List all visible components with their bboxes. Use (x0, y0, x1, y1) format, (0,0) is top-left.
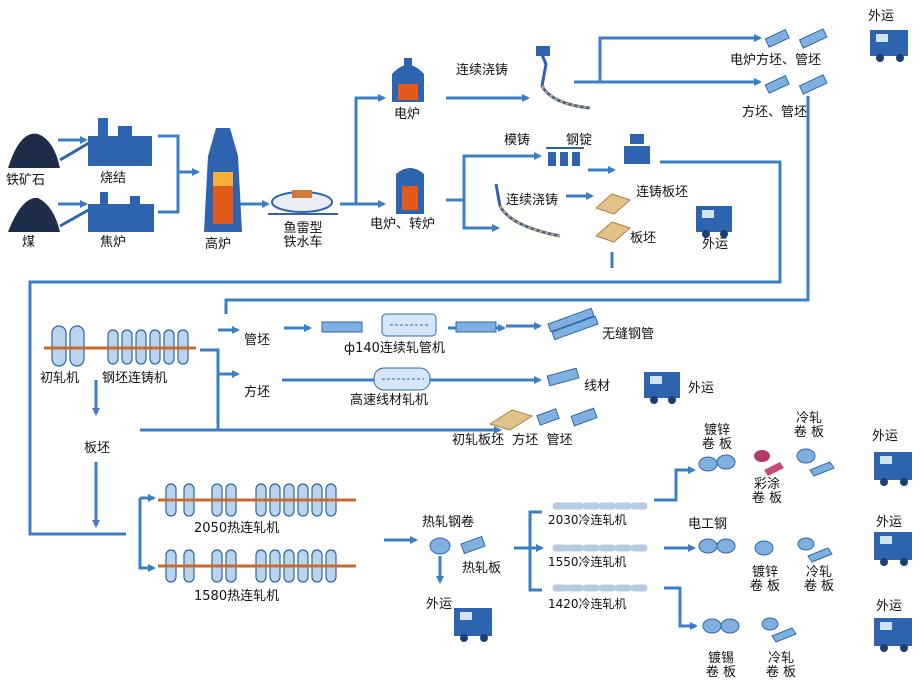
steel-ingot-label: 钢锭 (566, 133, 593, 148)
torpedo-car-label: 鱼雷型 铁水车 (283, 221, 323, 250)
hot-strip-mill-2050-label: 2050热连轧机 (194, 521, 280, 536)
electrical-steel-label: 电工钢 (688, 517, 728, 532)
roughing-mill-label: 初轧机 (40, 371, 80, 386)
truck-icon (454, 608, 492, 642)
ship-out-label: 外运 (868, 9, 895, 24)
rolling-mill-icon (373, 367, 431, 391)
truck-icon (644, 372, 680, 404)
electric-furnace-icon (392, 58, 424, 102)
hot-strip-mill-1580-label: 1580热连轧机 (194, 589, 280, 604)
hot-coil-label: 热轧钢卷 (422, 515, 475, 530)
ship-out-label: 外运 (426, 597, 453, 612)
cold-mill-2030-label: 2030冷连轧机 (548, 513, 627, 527)
seamless-pipe-label: 无缝钢管 (602, 327, 655, 342)
ingot-mold-icon (546, 147, 584, 166)
blast-furnace-label: 高炉 (205, 237, 232, 252)
continuous-casting-mid-label: 连续浇铸 (506, 193, 559, 208)
ore-pile-icon (8, 133, 60, 168)
coal-label: 煤 (22, 235, 36, 250)
hot-plate-label: 热轧板 (462, 561, 502, 576)
truck-icon (696, 206, 732, 238)
continuous-caster-icon (536, 46, 591, 110)
ship-out-label: 外运 (688, 381, 715, 396)
coke-oven-icon (59, 192, 154, 232)
cold-rolled-coil-label: 冷轧 卷 板 (793, 411, 825, 440)
sintering-label: 烧结 (100, 171, 127, 186)
cold-rolled-coil-label: 冷轧 卷 板 (765, 651, 797, 680)
truck-icon (874, 452, 912, 486)
torpedo-car-icon (268, 190, 338, 215)
coil-icon (488, 307, 599, 431)
galvanized-coil-label: 镀锌 卷 板 (701, 423, 733, 452)
rolling-mill-icon (321, 313, 497, 337)
converter-icon (396, 168, 424, 214)
ship-out-label: 外运 (876, 515, 903, 530)
rolling-mill-icon (158, 483, 356, 583)
rolling-mill-icon (552, 502, 648, 592)
electric-furnace-label: 电炉 (394, 107, 421, 122)
ship-out-label: 外运 (702, 237, 729, 252)
rough-products-label: 初轧板坯 方坯 管坯 (452, 433, 573, 448)
cold-mill-1420-label: 1420冷连轧机 (548, 597, 627, 611)
wire-mill-label: 高速线材轧机 (350, 393, 429, 408)
ef-billet-pipe-label: 电炉方坯、管坯 (730, 53, 822, 68)
billet-pipe-label: 方坯、管坯 (742, 105, 808, 120)
ef-converter-label: 电炉、转炉 (370, 217, 436, 232)
slab-icon (595, 193, 631, 243)
continuous-casting-top-label: 连续浇铸 (456, 63, 509, 78)
truck-icon (870, 30, 908, 62)
slab-label: 板坯 (630, 231, 657, 246)
square-billet-label: 方坯 (244, 385, 271, 400)
ship-out-label: 外运 (872, 429, 899, 444)
coil-icon (429, 535, 486, 555)
slab-blank-label: 板坯 (84, 441, 111, 456)
blast-furnace-icon (204, 128, 242, 232)
tinned-coil-label: 镀锡 卷 板 (705, 651, 737, 680)
coal-pile-icon (8, 197, 60, 232)
cold-rolled-coil-label: 冷轧 卷 板 (803, 565, 835, 594)
cc-slab-label: 连铸板坯 (636, 185, 689, 200)
iron-ore-label: 铁矿石 (6, 173, 46, 188)
continuous-caster-icon (624, 134, 650, 164)
ingot-casting-label: 模铸 (504, 133, 531, 148)
wire-rod-label: 线材 (584, 379, 611, 394)
sinter-plant-icon (59, 118, 152, 166)
color-coated-coil-label: 彩涂 卷 板 (751, 477, 783, 506)
continuous-caster-icon (494, 183, 561, 238)
cold-mill-1550-label: 1550冷连轧机 (548, 555, 627, 569)
ship-out-label: 外运 (876, 599, 903, 614)
billet-caster-label: 钢坯连铸机 (102, 371, 168, 386)
coking-label: 焦炉 (100, 235, 127, 250)
truck-icon (874, 532, 912, 566)
coil-icon (698, 448, 835, 643)
rolling-mill-icon (44, 325, 196, 367)
truck-icon (874, 618, 912, 652)
galvanized-coil-label: 镀锌 卷 板 (749, 565, 781, 594)
tube-mill-label: ф140连续轧管机 (344, 341, 445, 356)
billet-icon (764, 28, 828, 95)
tube-blank-label: 管坯 (244, 333, 271, 348)
